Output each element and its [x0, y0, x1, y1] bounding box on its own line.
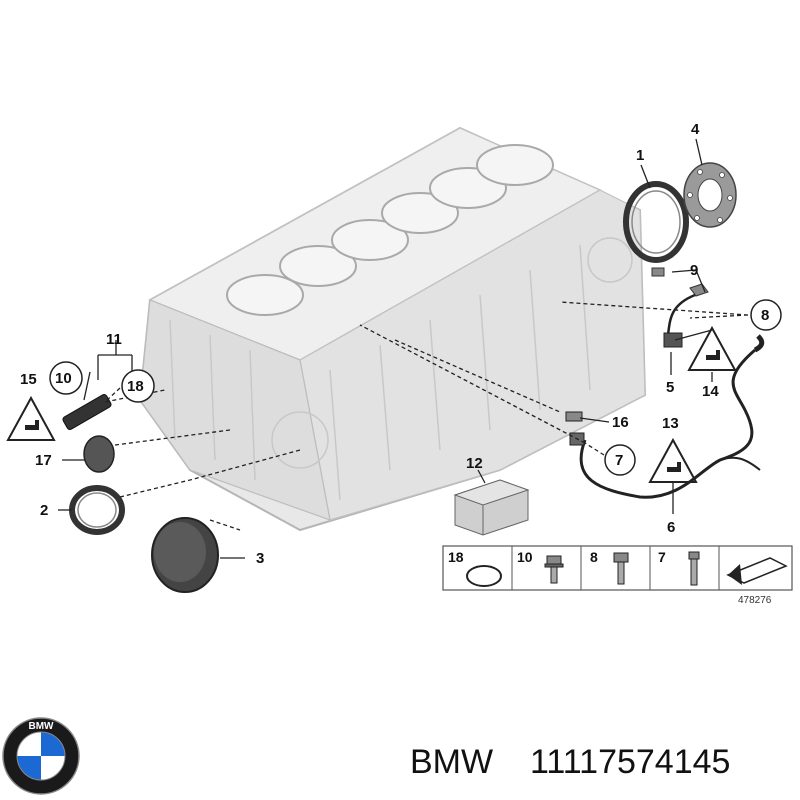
logo-letters: BMW	[29, 721, 55, 732]
callout-9: 9	[690, 262, 698, 279]
callout-18-circle	[121, 369, 155, 403]
legend-item-10: 10	[517, 549, 533, 565]
callout-labels: 1 4 9 8 5 14 16 13 7 12 6 11 10 18 15 17…	[20, 121, 782, 567]
bmw-logo: BMW	[2, 717, 80, 795]
callout-6: 6	[667, 519, 675, 536]
engine-block	[138, 126, 647, 532]
callout-7: 7	[615, 452, 623, 469]
legend-item-18: 18	[448, 549, 464, 565]
warning-triangle-13-icon	[648, 437, 698, 483]
part-9-clip	[651, 267, 709, 297]
warning-triangle-14-icon	[687, 325, 737, 371]
part-4-flange-plate	[683, 162, 737, 228]
o-ring-icon	[466, 565, 502, 587]
warning-triangle-15-icon	[6, 395, 56, 441]
part-16-sensor	[565, 411, 583, 422]
drawing-number: 478276	[738, 595, 772, 606]
legend-item-8: 8	[590, 549, 598, 565]
flange-bolt-icon	[544, 555, 564, 584]
callout-14: 14	[702, 383, 719, 400]
callout-13: 13	[662, 415, 679, 432]
callout-1: 1	[636, 147, 644, 164]
callout-12: 12	[466, 455, 483, 472]
callout-10-circle	[49, 361, 83, 395]
callout-5: 5	[666, 379, 674, 396]
legend-item-7: 7	[658, 549, 666, 565]
callout-7-circle	[604, 444, 636, 476]
part-1-seal-ring	[623, 181, 689, 263]
part-3-cover	[151, 517, 219, 593]
callout-8-circle	[750, 299, 782, 331]
part-10-sensor	[62, 394, 112, 430]
leader-lines	[58, 138, 749, 559]
direction-arrow-icon	[726, 557, 788, 585]
part-12-block	[453, 479, 530, 536]
brand-name: BMW	[410, 743, 493, 781]
callout-17: 17	[35, 452, 52, 469]
part-17-plug	[83, 435, 115, 473]
callout-18: 18	[127, 378, 144, 395]
stud-bolt-icon	[688, 551, 700, 586]
callout-4: 4	[691, 121, 700, 138]
part-number: 11117574145	[530, 743, 730, 781]
callout-10: 10	[55, 370, 72, 387]
callout-3: 3	[256, 550, 264, 567]
part-6-wiring-harness	[579, 334, 765, 499]
callout-8: 8	[761, 307, 769, 324]
hex-bolt-icon	[613, 552, 629, 585]
part-5-sensor	[663, 293, 696, 348]
cylinder-bores	[226, 144, 554, 316]
fastener-legend: 18 10 8 7	[442, 545, 793, 591]
part-2-seal	[69, 485, 125, 535]
callout-16: 16	[612, 414, 629, 431]
callout-15: 15	[20, 371, 37, 388]
callout-11: 11	[106, 331, 122, 348]
callout-2: 2	[40, 502, 48, 519]
